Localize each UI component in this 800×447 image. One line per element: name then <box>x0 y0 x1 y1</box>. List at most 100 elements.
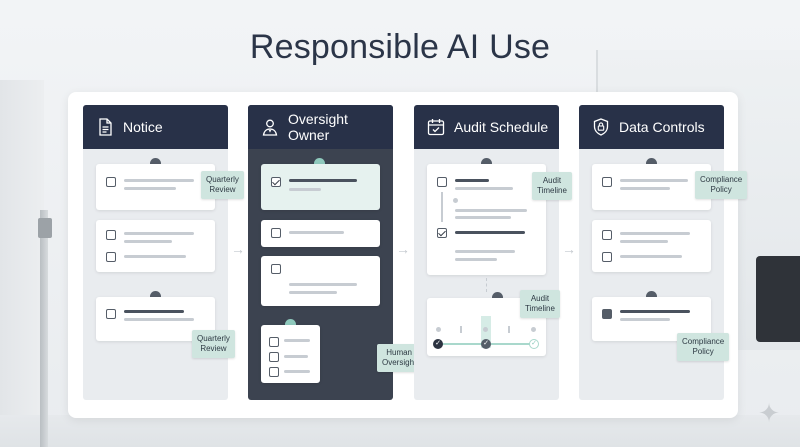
person-icon <box>260 117 280 137</box>
arrow-right-icon: → <box>562 241 576 257</box>
tag-text: Policy <box>692 347 714 356</box>
checkbox-checked[interactable] <box>271 177 281 187</box>
column-audit-header: Audit Schedule <box>414 105 559 149</box>
text-line <box>124 240 172 243</box>
text-line <box>289 283 357 286</box>
tag-text: Timeline <box>537 186 567 195</box>
text-line <box>455 187 513 190</box>
tag-text: Quarterly <box>197 334 230 343</box>
timeline-point <box>531 327 536 332</box>
timeline-point <box>483 327 488 332</box>
background-monitor <box>756 256 800 342</box>
text-line <box>620 187 670 190</box>
tag-text: Timeline <box>525 304 555 313</box>
checkbox[interactable] <box>106 230 116 240</box>
background-stand-clip <box>38 218 52 238</box>
tag-text: Human <box>386 348 413 357</box>
column-audit-title: Audit Schedule <box>454 119 549 135</box>
checklist-card <box>96 220 215 272</box>
timeline-highlight <box>481 316 491 348</box>
connector-dot <box>481 158 492 169</box>
arrow-right-icon: → <box>396 241 410 257</box>
column-data-title: Data Controls <box>619 119 705 135</box>
page-title: Responsible AI Use <box>249 28 551 66</box>
checkbox[interactable] <box>269 352 279 362</box>
checkbox[interactable] <box>602 177 612 187</box>
text-line <box>620 310 690 313</box>
text-line <box>620 240 668 243</box>
text-line <box>124 232 194 235</box>
checkbox[interactable] <box>602 230 612 240</box>
connector-dot <box>646 291 657 302</box>
timeline-step-done-icon: ✓ <box>433 339 443 349</box>
text-line <box>455 209 527 212</box>
checkbox[interactable] <box>437 177 447 187</box>
checkbox[interactable] <box>271 264 281 274</box>
tag-text: Review <box>200 344 227 353</box>
checklist-card <box>592 164 711 210</box>
text-line <box>620 179 688 182</box>
shield-lock-icon <box>591 117 611 137</box>
text-line <box>289 188 321 191</box>
timeline-connector <box>441 192 443 222</box>
tag-text: Oversight <box>382 358 417 367</box>
tag-text: Compliance <box>700 175 743 184</box>
checkbox[interactable] <box>271 228 281 238</box>
checkbox[interactable] <box>106 309 116 319</box>
column-notice-title: Notice <box>123 119 163 135</box>
connector-dot <box>285 319 296 330</box>
dashed-connector <box>486 278 487 292</box>
tag-text: Policy <box>710 185 732 194</box>
background-floor <box>0 415 800 447</box>
column-oversight-owner: Oversight Owner <box>248 105 393 400</box>
text-line <box>289 179 357 182</box>
checkbox[interactable] <box>106 252 116 262</box>
timeline-step-current-icon: ✓ <box>481 339 491 349</box>
calendar-check-icon <box>426 117 446 137</box>
checklist-card <box>261 220 380 247</box>
checkbox[interactable] <box>269 367 279 377</box>
tag-text: Review <box>209 185 236 194</box>
column-oversight-title: Oversight Owner <box>288 111 348 143</box>
checkbox[interactable] <box>269 337 279 347</box>
column-oversight-header: Oversight Owner <box>248 105 393 149</box>
text-line <box>124 310 184 313</box>
text-line <box>620 232 690 235</box>
text-line <box>455 216 511 219</box>
text-line <box>620 255 682 258</box>
text-line <box>455 250 515 253</box>
arrow-right-icon: → <box>231 241 245 257</box>
text-line <box>455 179 489 182</box>
text-line <box>455 231 525 234</box>
text-line <box>620 318 670 321</box>
text-line <box>455 258 497 261</box>
tag-quarterly-review: Quarterly Review <box>192 330 235 358</box>
checkbox-filled[interactable] <box>602 309 612 319</box>
tag-text: Quarterly <box>206 175 239 184</box>
text-line <box>284 355 308 358</box>
checklist-card <box>96 164 215 210</box>
tag-compliance-policy: Compliance Policy <box>695 171 748 199</box>
sparkle-icon: ✦ <box>758 398 780 428</box>
tag-human-oversight: Human Oversight <box>377 344 422 372</box>
checkbox-checked[interactable] <box>437 228 447 238</box>
timeline-point <box>453 198 458 203</box>
timeline-step-pending-icon: ✓ <box>529 339 539 349</box>
tag-text: Audit <box>530 294 550 303</box>
tag-audit-timeline: Audit Timeline <box>532 172 572 200</box>
connector-dot <box>150 158 161 169</box>
timeline-point <box>436 327 441 332</box>
text-line <box>284 370 310 373</box>
background-stand <box>40 210 48 447</box>
text-line <box>124 318 194 321</box>
tag-text: Audit <box>542 176 562 185</box>
text-line <box>289 291 337 294</box>
timeline-tick <box>460 326 462 333</box>
connector-dot <box>646 158 657 169</box>
checklist-card <box>592 220 711 272</box>
checkbox[interactable] <box>106 177 116 187</box>
checkbox[interactable] <box>602 252 612 262</box>
timeline-tick <box>508 326 510 333</box>
connector-dot <box>492 292 503 303</box>
text-line <box>124 187 176 190</box>
